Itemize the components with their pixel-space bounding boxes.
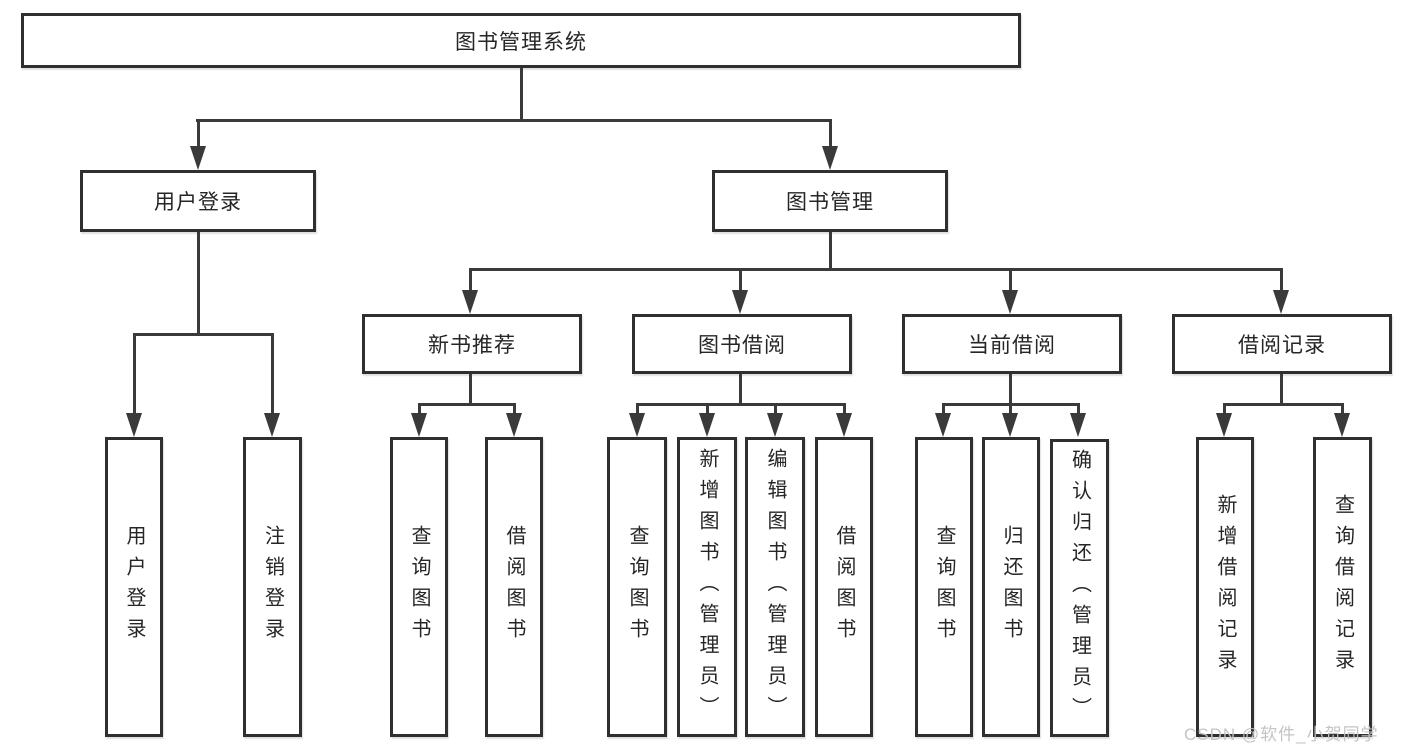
connector-line xyxy=(133,333,136,415)
leaf-add-books-admin: 新增图书（管理员） xyxy=(677,437,737,737)
arrow-down-icon xyxy=(699,413,715,437)
arrow-down-icon xyxy=(506,413,522,437)
connector-line xyxy=(1009,403,1012,415)
node-book-management: 图书管理 xyxy=(712,170,948,232)
connector-line xyxy=(133,333,273,336)
leaf-label: 借阅图书 xyxy=(503,525,525,649)
node-borrow-record: 借阅记录 xyxy=(1172,314,1392,374)
leaf-label: 用户登录 xyxy=(123,525,145,649)
leaf-query-borrow-record: 查询借阅记录 xyxy=(1313,437,1372,737)
node-label: 图书管理 xyxy=(786,191,874,214)
arrow-down-icon xyxy=(1216,413,1232,437)
connector-line xyxy=(843,403,846,415)
leaf-label: 新增图书（管理员） xyxy=(696,447,718,727)
node-book-borrow: 图书借阅 xyxy=(632,314,852,374)
connector-line xyxy=(513,403,516,415)
leaf-label: 查询借阅记录 xyxy=(1331,494,1354,680)
connector-line xyxy=(418,403,516,406)
connector-line xyxy=(1223,403,1226,415)
node-library-system: 图书管理系统 xyxy=(21,13,1021,68)
connector-line xyxy=(739,268,742,292)
arrow-down-icon xyxy=(629,413,645,437)
node-label: 图书借阅 xyxy=(698,334,786,357)
leaf-query-books-recommend: 查询图书 xyxy=(390,437,448,737)
node-new-book-recommend: 新书推荐 xyxy=(362,314,582,374)
leaf-label: 查询图书 xyxy=(626,525,648,649)
arrow-down-icon xyxy=(1002,413,1018,437)
connector-line xyxy=(1341,403,1344,415)
leaf-label: 注销登录 xyxy=(261,525,284,649)
connector-line xyxy=(197,232,200,335)
node-label: 新书推荐 xyxy=(428,334,516,357)
arrow-down-icon xyxy=(126,413,142,437)
connector-line xyxy=(1223,403,1343,406)
leaf-query-books-borrow: 查询图书 xyxy=(607,437,667,737)
connector-line xyxy=(197,119,200,148)
leaf-add-borrow-record: 新增借阅记录 xyxy=(1196,437,1254,737)
leaf-label: 查询图书 xyxy=(933,525,955,649)
connector-line xyxy=(469,268,472,292)
leaf-user-login: 用户登录 xyxy=(105,437,163,737)
node-label: 图书管理系统 xyxy=(455,30,587,54)
arrow-down-icon xyxy=(411,413,427,437)
node-current-borrow: 当前借阅 xyxy=(902,314,1122,374)
connector-line xyxy=(418,403,421,415)
connector-line xyxy=(1009,268,1012,292)
arrow-down-icon xyxy=(462,290,478,314)
arrow-down-icon xyxy=(732,290,748,314)
connector-line xyxy=(1077,403,1080,415)
connector-line xyxy=(469,268,1283,271)
node-label: 借阅记录 xyxy=(1238,334,1326,357)
node-label: 用户登录 xyxy=(154,191,242,214)
connector-line xyxy=(1280,268,1283,292)
connector-line xyxy=(706,403,709,415)
arrow-down-icon xyxy=(836,413,852,437)
connector-line xyxy=(942,403,945,415)
arrow-down-icon xyxy=(190,146,206,170)
leaf-label: 编辑图书（管理员） xyxy=(764,447,786,727)
arrow-down-icon xyxy=(264,413,280,437)
csdn-watermark: CSDN @软件_小贺同学 xyxy=(1184,725,1379,744)
connector-line xyxy=(1009,374,1012,405)
leaf-query-books-current: 查询图书 xyxy=(915,437,973,737)
connector-line xyxy=(196,119,832,122)
connector-line xyxy=(271,333,274,415)
leaf-label: 确认归还（管理员） xyxy=(1068,448,1091,728)
leaf-label: 归还图书 xyxy=(1000,525,1022,649)
leaf-logout: 注销登录 xyxy=(243,437,302,737)
connector-line xyxy=(739,374,742,405)
node-user-login-branch: 用户登录 xyxy=(80,170,316,232)
connector-line xyxy=(520,68,523,121)
connector-line xyxy=(774,403,777,415)
leaf-label: 新增借阅记录 xyxy=(1214,494,1236,680)
leaf-borrow-books-recommend: 借阅图书 xyxy=(485,437,543,737)
leaf-return-books: 归还图书 xyxy=(982,437,1040,737)
connector-line xyxy=(829,119,832,148)
arrow-down-icon xyxy=(1070,413,1086,437)
leaf-label: 查询图书 xyxy=(408,525,430,649)
arrow-down-icon xyxy=(935,413,951,437)
arrow-down-icon xyxy=(1273,290,1289,314)
connector-line xyxy=(829,232,832,270)
leaf-confirm-return-admin: 确认归还（管理员） xyxy=(1050,439,1109,737)
connector-line xyxy=(1280,374,1283,405)
arrow-down-icon xyxy=(822,146,838,170)
node-label: 当前借阅 xyxy=(968,334,1056,357)
connector-line xyxy=(469,374,472,405)
arrow-down-icon xyxy=(767,413,783,437)
leaf-borrow-books: 借阅图书 xyxy=(815,437,873,737)
leaf-label: 借阅图书 xyxy=(833,525,855,649)
arrow-down-icon xyxy=(1334,413,1350,437)
connector-line xyxy=(636,403,845,406)
arrow-down-icon xyxy=(1002,290,1018,314)
leaf-edit-books-admin: 编辑图书（管理员） xyxy=(745,437,805,737)
connector-line xyxy=(636,403,639,415)
